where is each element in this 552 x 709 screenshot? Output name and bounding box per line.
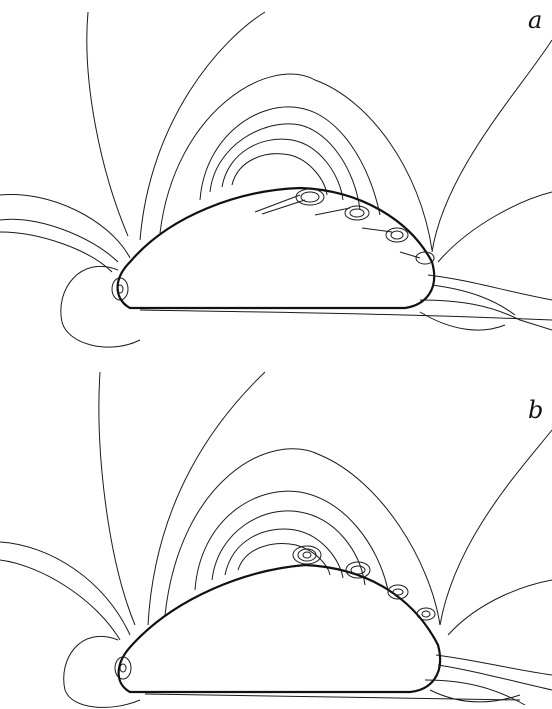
outer-contours-b xyxy=(0,371,552,641)
left-source-b xyxy=(63,635,141,708)
outer-contours-a xyxy=(0,11,552,273)
panel-label-b: b xyxy=(528,396,543,424)
wake-a xyxy=(139,274,552,331)
airfoil-body-a xyxy=(116,186,436,310)
wake-b xyxy=(144,654,552,706)
panel-a: a xyxy=(0,6,552,348)
vortex-markers-a xyxy=(254,188,435,265)
vortex-markers-b xyxy=(292,545,436,621)
airfoil-body-b xyxy=(117,563,442,694)
panel-label-a: a xyxy=(528,6,542,34)
panel-b: b xyxy=(0,371,552,708)
